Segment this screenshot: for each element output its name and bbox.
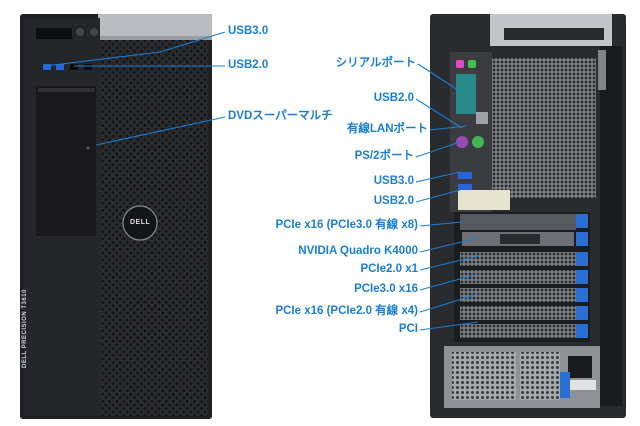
audio-green <box>468 60 476 68</box>
label-slot-2: NVIDIA Quadro K4000 <box>298 245 418 257</box>
label-slot-4: PCIe3.0 x16 <box>354 283 418 295</box>
expansion-slots <box>460 214 588 338</box>
label-rear-usb2-bottom: USB2.0 <box>373 195 414 207</box>
power-button[interactable] <box>76 28 84 36</box>
label-serial-port: シリアルポート <box>335 57 416 69</box>
label-slot-5: PCIe x16 (PCIe2.0 有線 x4) <box>275 305 418 317</box>
audio-pink <box>456 60 464 68</box>
rear-fan-vent <box>492 58 596 198</box>
callout-lines <box>44 31 479 331</box>
label-rear-usb3: USB3.0 <box>373 175 414 187</box>
front-usb-ports <box>43 64 92 70</box>
lan-port <box>476 112 488 124</box>
label-lan-port: 有線LANポート <box>346 123 428 135</box>
rear-tower <box>430 14 626 418</box>
service-tag-sticker <box>458 190 510 210</box>
power-socket <box>568 356 592 378</box>
label-front-usb3: USB3.0 <box>228 25 269 37</box>
front-display <box>36 28 72 39</box>
front-model-text: DELL PRECISION T3610 <box>22 289 28 368</box>
dvd-drive <box>36 86 96 236</box>
ps2-keyboard-port <box>456 136 468 148</box>
ps2-mouse-port <box>472 136 484 148</box>
serial-port <box>456 74 476 114</box>
dell-logo-text: DELL <box>130 219 151 226</box>
label-slot-1: PCIe x16 (PCIe3.0 有線 x8) <box>275 219 418 231</box>
label-dvd-drive: DVDスーパーマルチ <box>228 110 333 122</box>
label-slot-6: PCI <box>398 323 418 335</box>
label-ps2-port: PS/2ポート <box>354 150 414 162</box>
label-rear-usb2-top: USB2.0 <box>373 92 414 104</box>
label-slot-3: PCIe2.0 x1 <box>360 263 418 275</box>
dell-logo <box>122 205 158 241</box>
front-tower <box>20 14 212 419</box>
label-front-usb2: USB2.0 <box>228 59 269 71</box>
reset-button[interactable] <box>90 28 98 36</box>
